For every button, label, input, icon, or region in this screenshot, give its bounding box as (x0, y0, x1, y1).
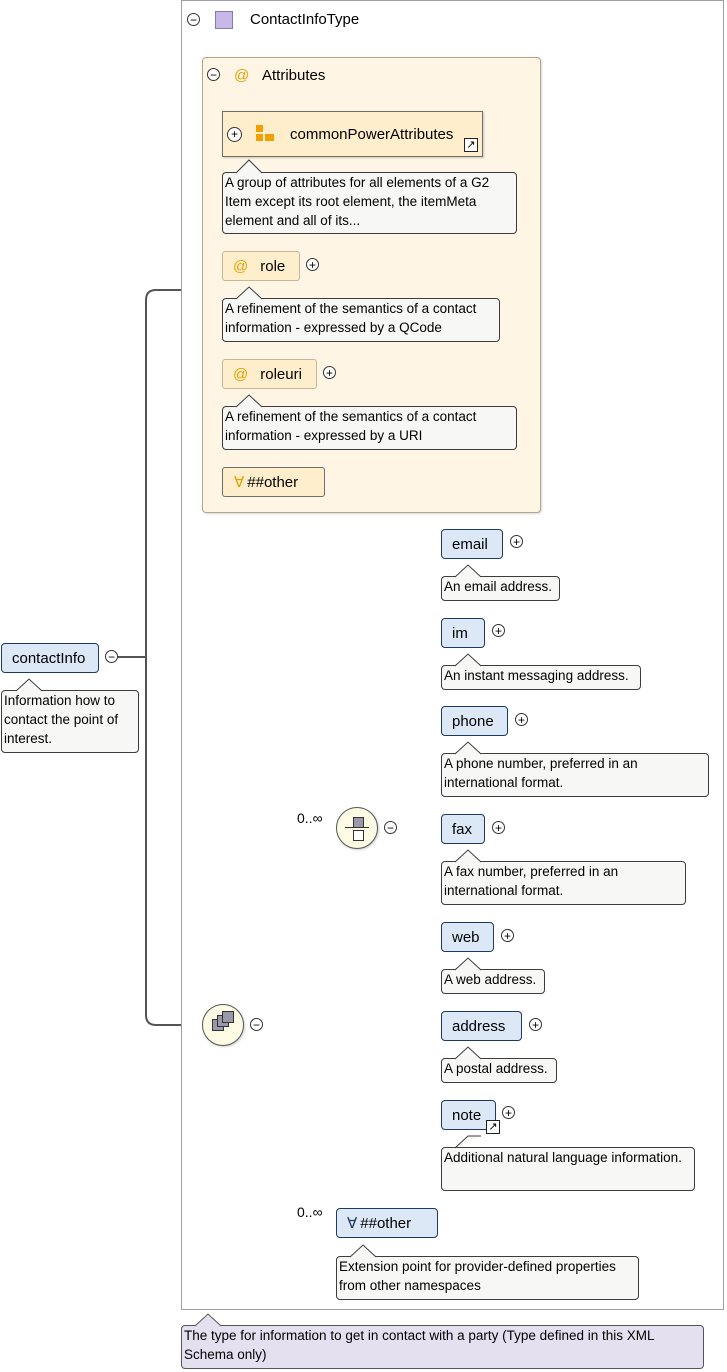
complex-type-icon (215, 11, 233, 29)
any-icon: ∀ (347, 1215, 358, 1232)
element-name: contactInfo (12, 649, 86, 667)
fax-documentation: A fax number, preferred in an internatio… (441, 861, 686, 905)
note-documentation: Additional natural language information. (441, 1147, 695, 1191)
attribute-group-icon (256, 125, 274, 143)
any-icon: ∀ (234, 474, 245, 491)
element-fax[interactable]: fax (441, 814, 485, 844)
type-collapse-toggle[interactable]: − (187, 13, 200, 26)
group-name: commonPowerAttributes (290, 125, 454, 143)
any-element-label: ##other (360, 1214, 412, 1232)
sequence-collapse-toggle[interactable]: − (250, 1018, 263, 1031)
phone-documentation: A phone number, preferred in an internat… (441, 753, 709, 797)
element-email[interactable]: email (441, 529, 503, 559)
root-collapse-toggle[interactable]: − (105, 650, 118, 663)
role-documentation: A refinement of the semantics of a conta… (222, 298, 500, 342)
attribute-name: role (260, 257, 286, 275)
element-name: address (452, 1017, 506, 1035)
any-element[interactable]: ∀ ##other (336, 1208, 438, 1238)
group-reference-icon: ↗ (464, 138, 478, 152)
im-documentation: An instant messaging address. (441, 665, 641, 690)
roleuri-expand-toggle[interactable]: + (323, 366, 336, 379)
group-expand-toggle[interactable]: + (227, 126, 242, 142)
attributes-icon: @ (234, 67, 250, 84)
attribute-icon: @ (233, 257, 249, 275)
attribute-icon: @ (233, 365, 249, 383)
element-name: fax (452, 820, 473, 838)
element-name: web (452, 928, 480, 946)
phone-expand-toggle[interactable]: + (515, 713, 528, 726)
any-attribute-label: ##other (247, 473, 299, 491)
element-name: note (452, 1106, 482, 1124)
root-documentation: Information how to contact the point of … (1, 690, 139, 753)
web-expand-toggle[interactable]: + (501, 929, 514, 942)
email-expand-toggle[interactable]: + (510, 535, 523, 548)
note-expand-toggle[interactable]: + (502, 1106, 515, 1119)
root-element[interactable]: contactInfo (1, 643, 99, 673)
element-im[interactable]: im (441, 618, 485, 648)
note-reference-icon: ↗ (486, 1120, 500, 1134)
attribute-group-common-power[interactable]: + commonPowerAttributes (222, 111, 483, 157)
attribute-role[interactable]: @ role (222, 251, 300, 281)
choice-multiplicity: 0..∞ (297, 810, 323, 826)
web-documentation: A web address. (441, 969, 545, 994)
address-documentation: A postal address. (441, 1058, 557, 1083)
fax-expand-toggle[interactable]: + (492, 821, 505, 834)
element-web[interactable]: web (441, 922, 494, 952)
roleuri-documentation: A refinement of the semantics of a conta… (222, 406, 517, 450)
attribute-name: roleuri (260, 365, 302, 383)
attribute-roleuri[interactable]: @ roleuri (222, 359, 317, 389)
email-documentation: An email address. (441, 576, 560, 601)
address-expand-toggle[interactable]: + (529, 1018, 542, 1031)
choice-collapse-toggle[interactable]: − (384, 821, 397, 834)
attributes-collapse-toggle[interactable]: − (207, 68, 220, 81)
element-name: im (452, 624, 468, 642)
choice-compositor-icon[interactable] (336, 807, 378, 849)
attributes-label: Attributes (262, 67, 326, 84)
role-expand-toggle[interactable]: + (306, 258, 319, 271)
im-expand-toggle[interactable]: + (492, 624, 505, 637)
group-documentation: A group of attributes for all elements o… (222, 172, 517, 234)
element-name: phone (452, 712, 494, 730)
any-multiplicity: 0..∞ (297, 1204, 323, 1220)
type-name: ContactInfoType (250, 11, 360, 28)
element-phone[interactable]: phone (441, 706, 508, 736)
any-attribute[interactable]: ∀ ##other (222, 467, 325, 497)
sequence-compositor-icon[interactable] (202, 1004, 244, 1046)
element-address[interactable]: address (441, 1011, 522, 1041)
element-note[interactable]: note (441, 1100, 496, 1130)
element-name: email (452, 535, 488, 553)
any-documentation: Extension point for provider-defined pro… (336, 1256, 639, 1300)
type-documentation: The type for information to get in conta… (181, 1325, 704, 1369)
